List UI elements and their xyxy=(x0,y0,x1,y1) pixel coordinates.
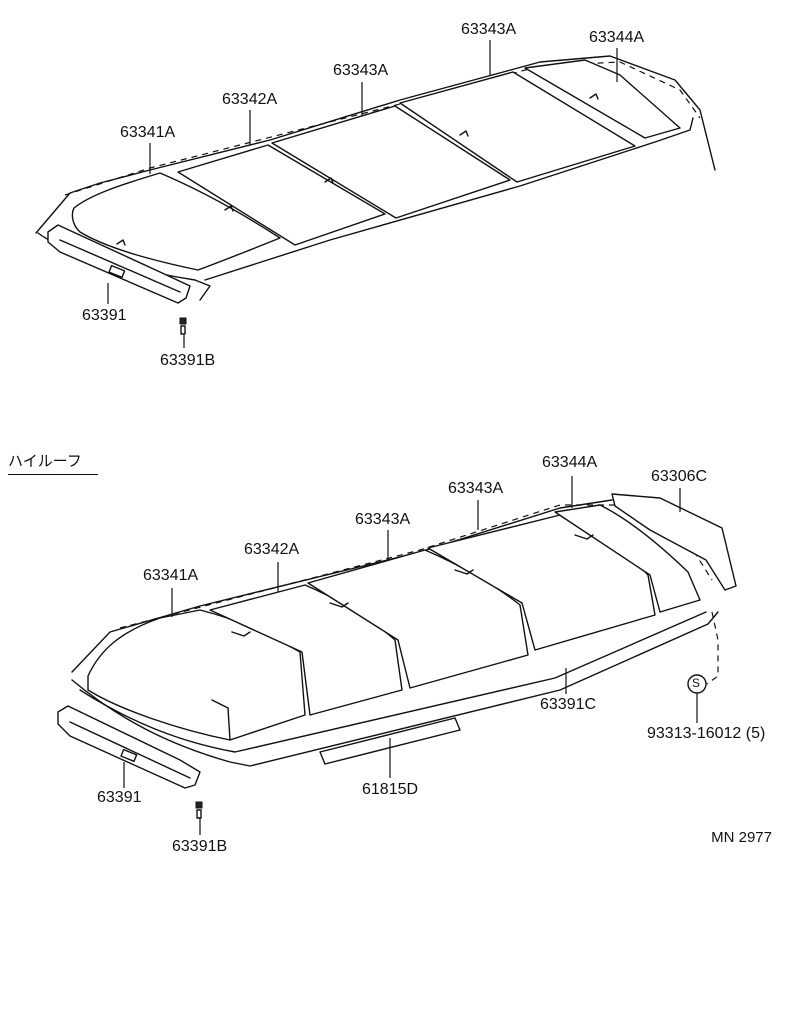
high-roof-front-trim-lamp xyxy=(120,748,138,763)
label-63341a-b: 63341A xyxy=(143,567,199,584)
high-roof-assembly xyxy=(57,476,737,835)
figure-code: MN 2977 xyxy=(711,829,772,846)
high-roof-bottom-edge xyxy=(71,611,719,767)
standard-roof-assembly xyxy=(35,40,716,348)
screw-dashed-leader xyxy=(706,611,719,685)
headliner-panel-63342a xyxy=(177,144,386,246)
clip-marker xyxy=(589,93,599,100)
label-63391b-b: 63391B xyxy=(172,838,228,855)
clip-marker xyxy=(116,239,126,246)
label-63306c: 63306C xyxy=(651,468,708,485)
high-roof-panel-63341a-fold xyxy=(211,699,231,741)
headliner-panel-63343a-1 xyxy=(271,105,511,219)
roof-rail-right xyxy=(204,117,694,281)
high-roof-top-edge xyxy=(71,499,613,673)
seam-clip xyxy=(574,534,594,540)
front-trim-lamp xyxy=(108,264,126,279)
seam-clip xyxy=(231,631,251,637)
label-63391b: 63391B xyxy=(160,352,216,369)
high-roof-front-trim-63391 xyxy=(57,705,201,789)
clip-marker xyxy=(324,177,334,184)
label-63343a-2: 63343A xyxy=(461,21,517,38)
front-trim-63391 xyxy=(47,224,191,304)
front-trim-detail xyxy=(59,239,181,293)
rear-cover-63306c xyxy=(611,493,737,591)
high-roof-rail-inner xyxy=(79,611,707,753)
high-roof-clip-63391b xyxy=(195,801,203,809)
label-63342a: 63342A xyxy=(222,91,278,108)
clip-marker xyxy=(224,205,234,212)
clip-63391b xyxy=(179,317,187,325)
label-63344a: 63344A xyxy=(589,29,645,46)
clip-63391b-shaft xyxy=(180,325,186,335)
roof-outline-top xyxy=(35,55,716,234)
label-63391c: 63391C xyxy=(540,696,597,713)
section-title-high-roof: ハイルーフ xyxy=(8,450,98,475)
label-63343a-1: 63343A xyxy=(333,62,389,79)
headliner-panel-63343a-2 xyxy=(399,71,636,183)
seam-clip xyxy=(329,602,349,608)
label-63391-b: 63391 xyxy=(97,789,142,806)
high-roof-clip-63391b-shaft xyxy=(196,809,202,819)
label-63342a-b: 63342A xyxy=(244,541,300,558)
headliner-panel-63344a xyxy=(524,59,681,139)
headliner-panel-63341a xyxy=(71,172,281,271)
label-63391: 63391 xyxy=(82,307,127,324)
label-63344a-b: 63344A xyxy=(542,454,598,471)
screw-symbol-letter: S xyxy=(692,676,701,690)
label-93313-16012: 93313-16012 (5) xyxy=(647,725,766,742)
label-63341a: 63341A xyxy=(120,124,176,141)
label-63343a-1-b: 63343A xyxy=(355,511,411,528)
high-roof-dashed-edge xyxy=(119,504,713,629)
high-roof-panel-63344a xyxy=(554,504,701,613)
label-61815d: 61815D xyxy=(362,781,419,798)
label-63343a-2-b: 63343A xyxy=(448,480,504,497)
high-roof-front-trim-detail xyxy=(69,721,191,779)
clip-marker xyxy=(459,130,469,137)
seam-clip xyxy=(454,569,474,575)
